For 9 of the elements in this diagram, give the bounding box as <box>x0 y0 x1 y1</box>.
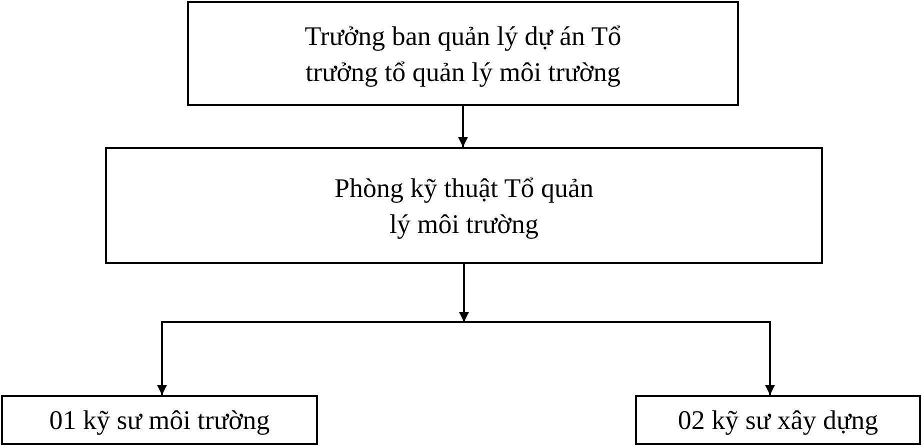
process-box <box>635 395 921 445</box>
box-label: Trưởng ban quản lý dự án Tổ trưởng tổ quản lý môi trường <box>304 20 622 89</box>
process-box <box>187 1 739 106</box>
box-label: 02 kỹ sư xây dựng <box>678 404 878 437</box>
arrow <box>458 106 468 147</box>
process-box <box>105 147 823 264</box>
box-label: 01 kỹ sư môi trường <box>49 404 270 437</box>
box-label: Phòng kỹ thuật Tổ quản lý môi trường <box>334 172 594 241</box>
process-box <box>1 395 318 445</box>
